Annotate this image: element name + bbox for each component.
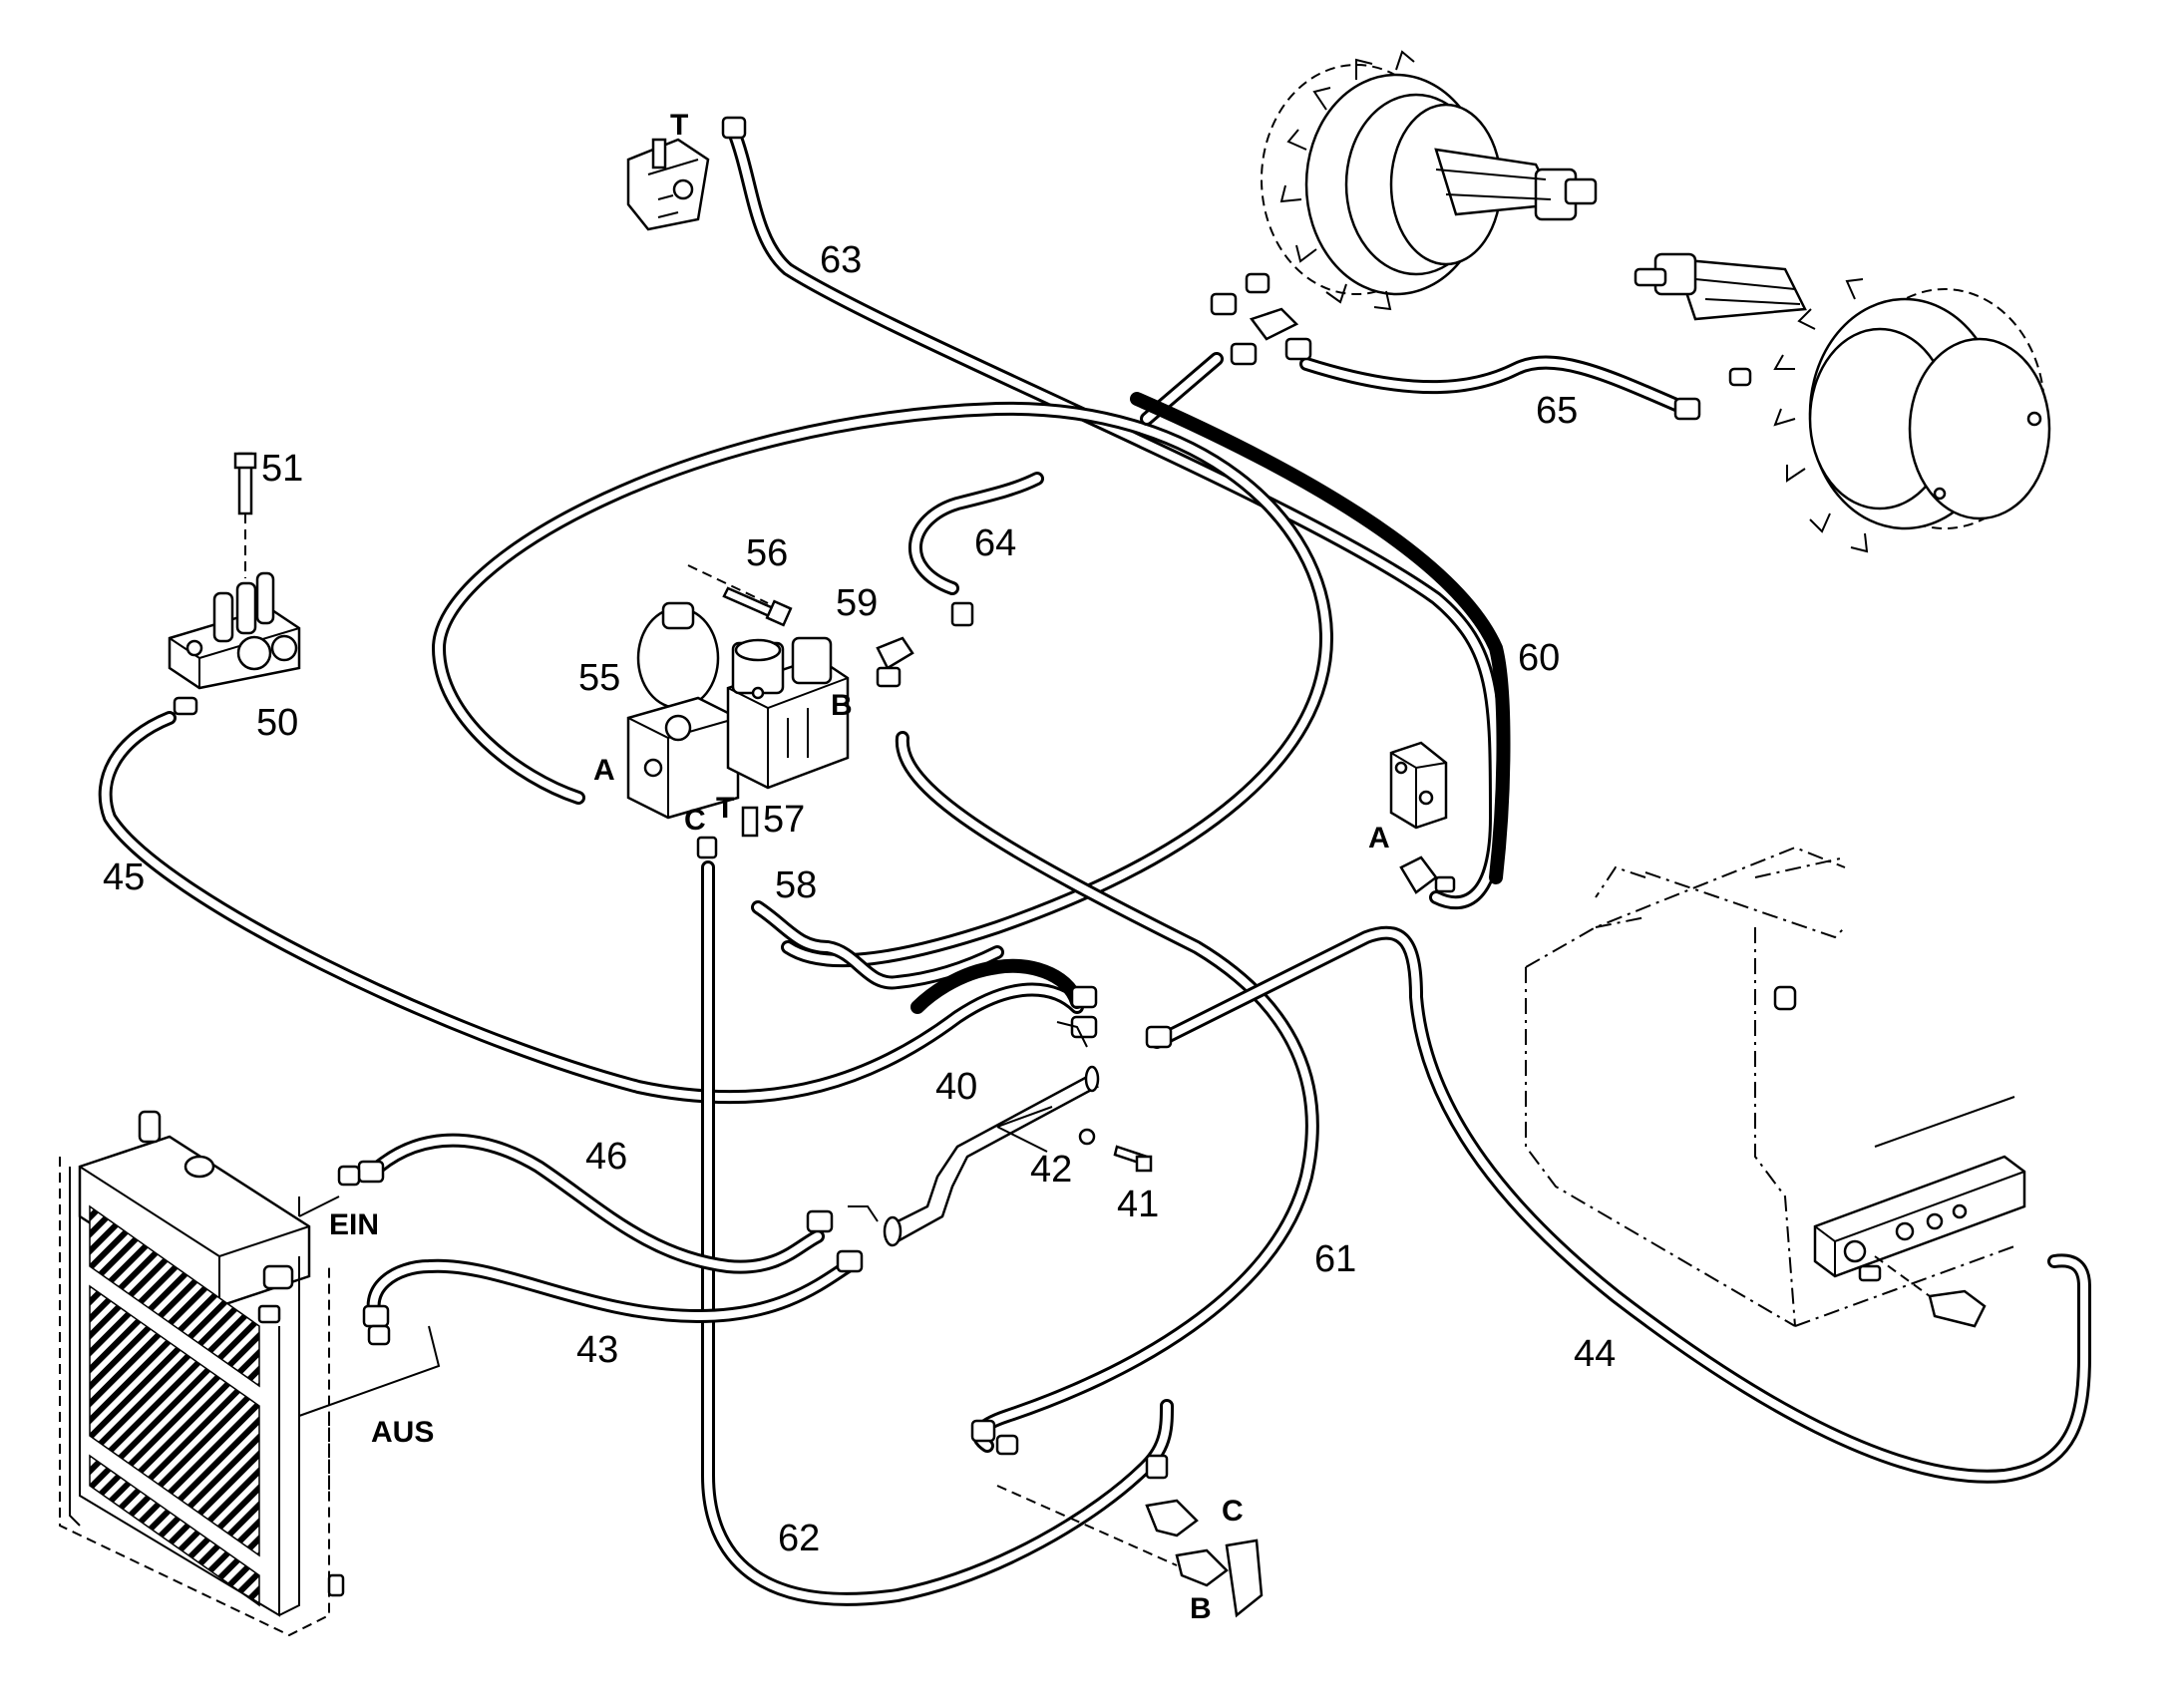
bolt-56 [687,564,793,627]
track-motor-left [1261,50,1598,311]
callout-59: 59 [836,582,878,624]
hose-44 [1150,925,2091,1484]
callout-64: 64 [974,522,1016,564]
callout-56: 56 [746,532,788,574]
port-b-bracket: B [1190,1592,1212,1625]
hose-43 [366,1258,855,1333]
hose-61 [895,731,1319,1453]
port-b-valve: B [831,689,853,722]
port-aus: AUS [371,1416,434,1449]
port-t-valve: T [716,792,734,825]
manifold-50 [168,452,301,716]
callouts: 63 65 51 56 64 59 60 55 50 57 45 58 40 4… [103,239,1616,1559]
valve-t-top [626,116,747,231]
hoses [98,123,2091,1606]
callout-63: 63 [820,239,862,281]
port-c-bracket: C [1222,1495,1244,1528]
oil-cooler [59,1110,345,1637]
callout-45: 45 [103,856,145,898]
callout-40: 40 [935,1066,977,1108]
port-ein: EIN [329,1208,379,1241]
tee-fittings-65 [1210,272,1752,421]
bracket-bc [970,1419,1264,1618]
callout-51: 51 [261,448,303,490]
callout-44: 44 [1574,1333,1616,1375]
hose-58 [751,900,1004,990]
pipe-40 [337,985,1173,1346]
callout-42: 42 [1030,1149,1072,1191]
hose-45 [98,711,1084,1105]
port-c-valve: C [684,804,706,837]
valve-block-55 [626,601,850,859]
hose-loop [432,401,1333,968]
callout-65: 65 [1536,390,1578,432]
hose-40-upper [910,958,1084,1014]
hydraulic-tank [1525,846,2026,1328]
callout-57: 57 [763,799,805,841]
callout-62: 62 [778,1518,820,1559]
hose-46 [372,1133,825,1274]
track-motor-right [1634,252,2051,553]
valve-a-right [1389,741,1456,894]
callout-61: 61 [1314,1238,1356,1280]
port-a-right: A [1368,822,1390,854]
callout-41: 41 [1117,1184,1159,1225]
port-a-valve: A [593,754,615,787]
callout-55: 55 [578,657,620,699]
hose-60 [1130,392,1511,884]
callout-46: 46 [585,1136,627,1178]
callout-58: 58 [775,864,817,906]
port-labels: T A B C T A EIN AUS C B [329,109,1390,1625]
leader-lines [298,1021,1178,1566]
fitting-59 [876,601,974,688]
callout-50: 50 [256,702,298,744]
hose-64 [908,472,1044,595]
callout-43: 43 [576,1329,618,1371]
port-t-top: T [670,109,688,142]
callout-60: 60 [1518,637,1560,679]
hose-65 [1140,352,1692,426]
